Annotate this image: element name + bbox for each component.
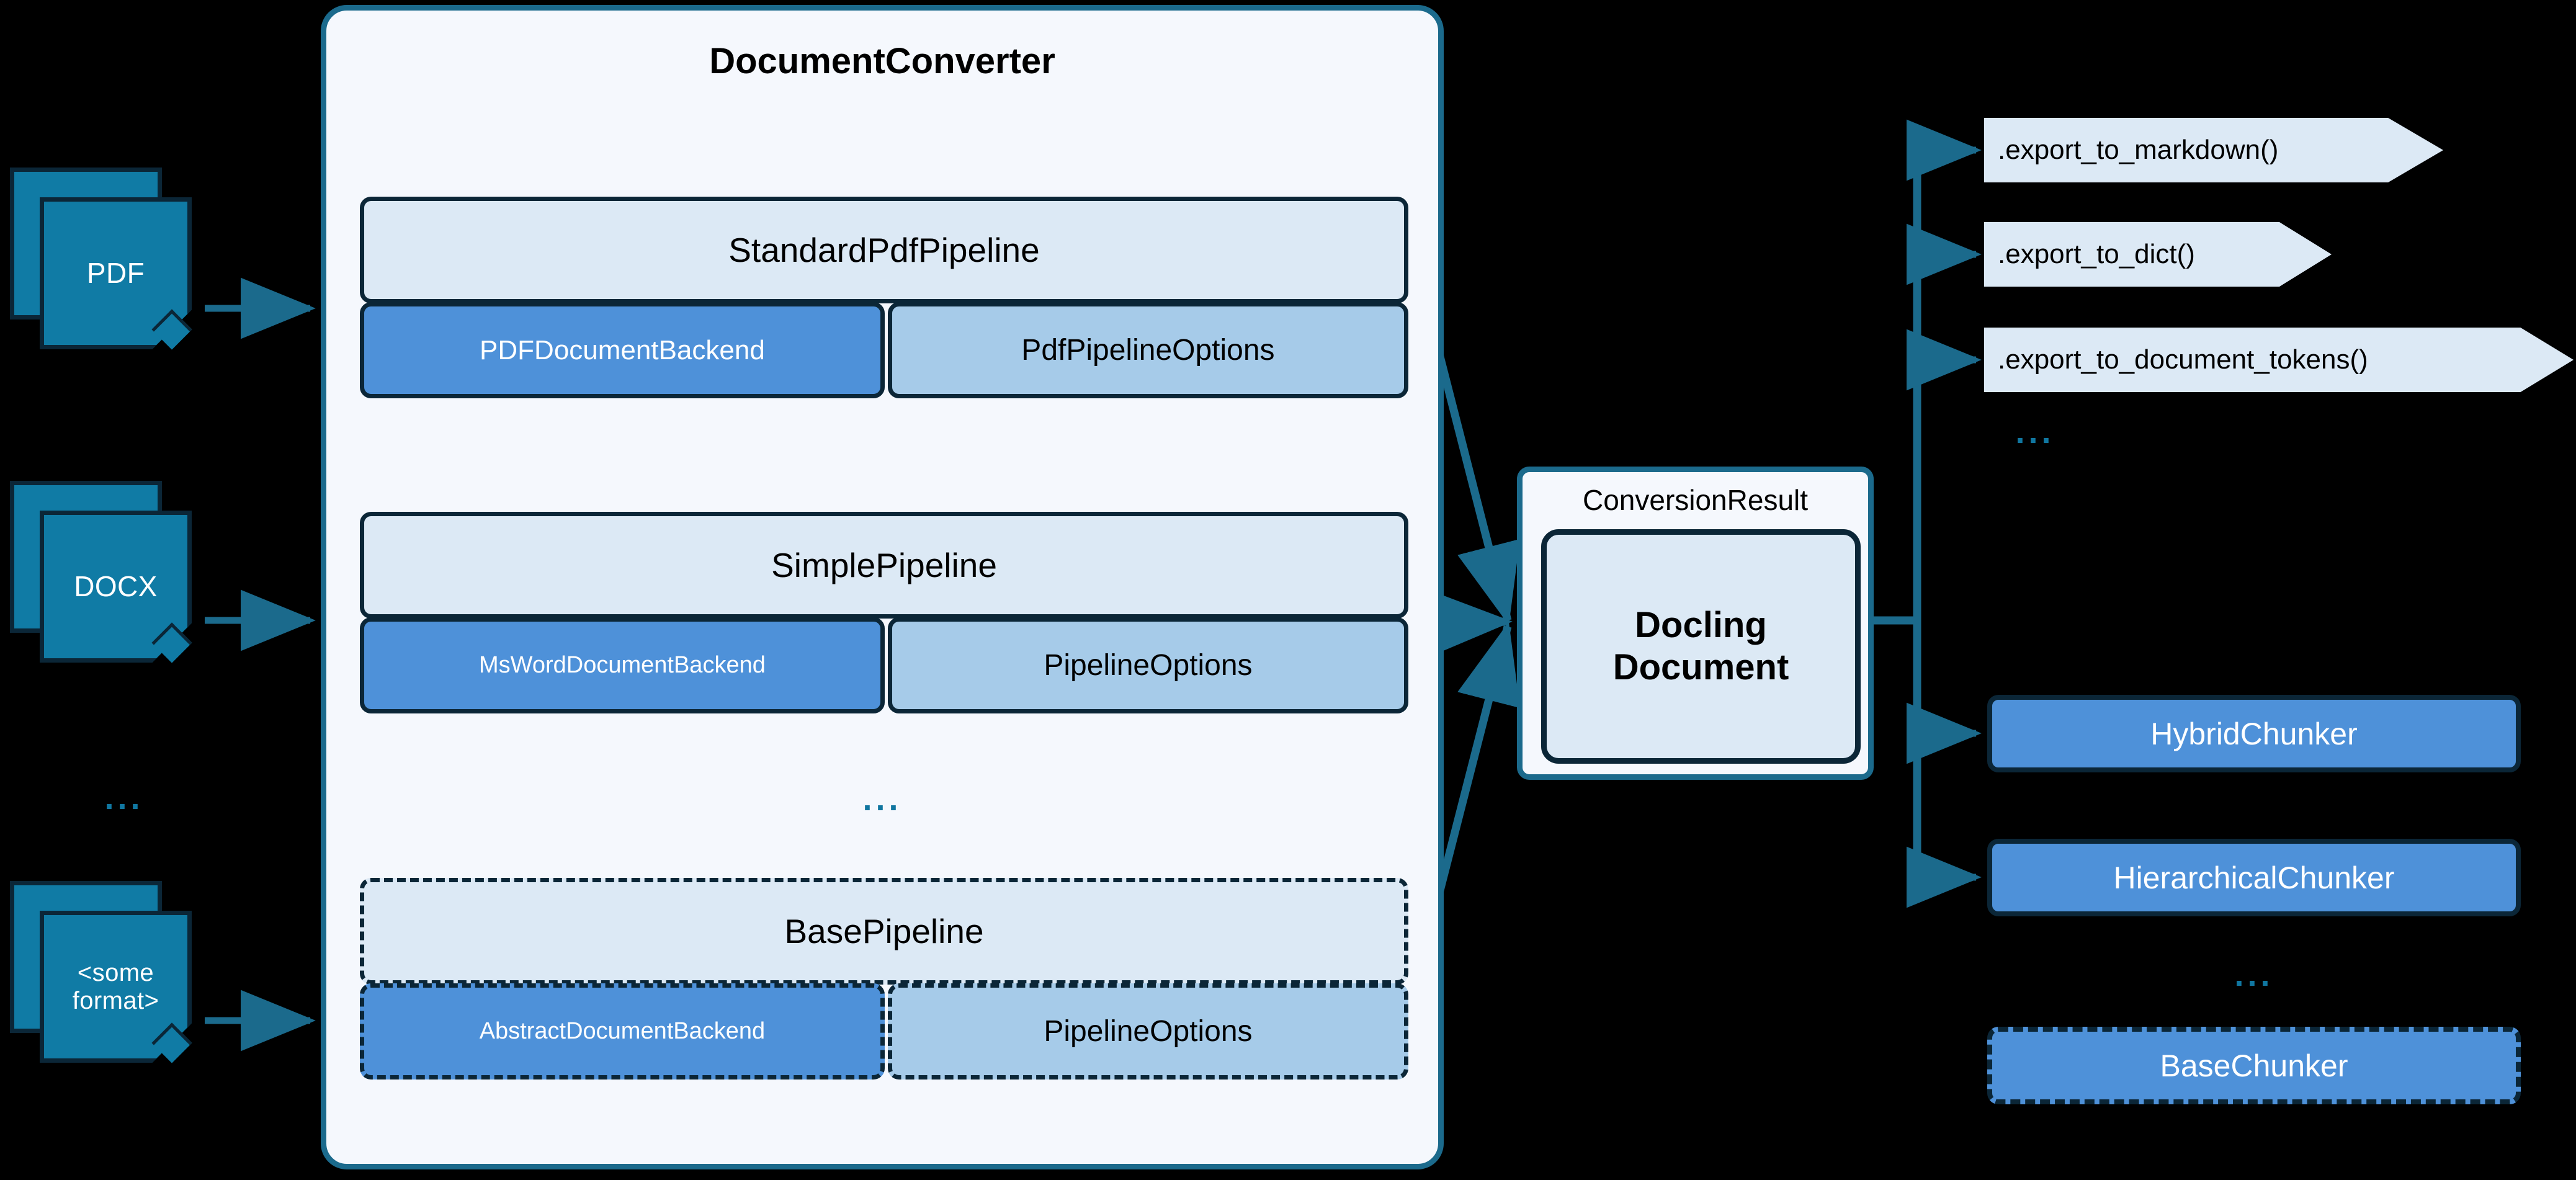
pipeline-backend[interactable]: PDFDocumentBackend (360, 302, 885, 398)
conversion-result-container: ConversionResult Docling Document (1517, 467, 1874, 780)
pipeline-backend[interactable]: MsWordDocumentBackend (360, 617, 885, 713)
export-markdown-chevron[interactable]: .export_to_markdown() (1984, 118, 2443, 182)
chunker-hierarchical[interactable]: HierarchicalChunker (1987, 839, 2521, 916)
input-document-docx[interactable]: DOCX (10, 481, 196, 667)
document-converter-panel: DocumentConverter StandardPdfPipeline PD… (321, 5, 1444, 1169)
pipeline-options[interactable]: PipelineOptions (887, 617, 1408, 713)
docling-document-node[interactable]: Docling Document (1541, 529, 1861, 764)
pipeline-name: BasePipeline (360, 878, 1408, 985)
input-ellipsis: ... (104, 779, 144, 816)
pipeline-name: StandardPdfPipeline (360, 197, 1408, 303)
chunker-ellipsis: ... (2234, 956, 2274, 993)
chunker-hybrid[interactable]: HybridChunker (1987, 695, 2521, 772)
conversion-result-label: ConversionResult (1582, 484, 1809, 516)
pipeline-name: SimplePipeline (360, 512, 1408, 619)
pipeline-group-standard-pdf[interactable]: StandardPdfPipeline PDFDocumentBackend P… (360, 197, 1408, 398)
document-sheet-front: DOCX (40, 511, 192, 663)
chunker-label: HybridChunker (2150, 716, 2358, 751)
input-document-label: <some format> (72, 959, 159, 1014)
pipeline-group-simple[interactable]: SimplePipeline MsWordDocumentBackend Pip… (360, 512, 1408, 713)
export-document-tokens-chevron[interactable]: .export_to_document_tokens() (1984, 328, 2574, 392)
export-label: .export_to_document_tokens() (1998, 344, 2368, 375)
export-label: .export_to_dict() (1998, 239, 2195, 269)
pipeline-group-base[interactable]: BasePipeline AbstractDocumentBackend Pip… (360, 878, 1408, 1079)
export-label: .export_to_markdown() (1998, 135, 2279, 165)
input-document-label: PDF (86, 256, 145, 289)
pipeline-options[interactable]: PdfPipelineOptions (887, 302, 1408, 398)
input-document-pdf[interactable]: PDF (10, 168, 196, 354)
pipeline-ellipsis: ... (862, 780, 902, 818)
pipeline-options[interactable]: PipelineOptions (887, 983, 1408, 1079)
export-dict-chevron[interactable]: .export_to_dict() (1984, 222, 2332, 287)
chunker-label: BaseChunker (2160, 1048, 2348, 1083)
input-document-some-format[interactable]: <some format> (10, 881, 196, 1067)
chunker-label: HierarchicalChunker (2113, 860, 2395, 895)
chunker-base[interactable]: BaseChunker (1987, 1027, 2521, 1104)
page-title: DocumentConverter (709, 41, 1055, 81)
export-ellipsis: ... (2015, 413, 2055, 450)
pipeline-backend[interactable]: AbstractDocumentBackend (360, 983, 885, 1079)
input-document-label: DOCX (74, 570, 158, 602)
